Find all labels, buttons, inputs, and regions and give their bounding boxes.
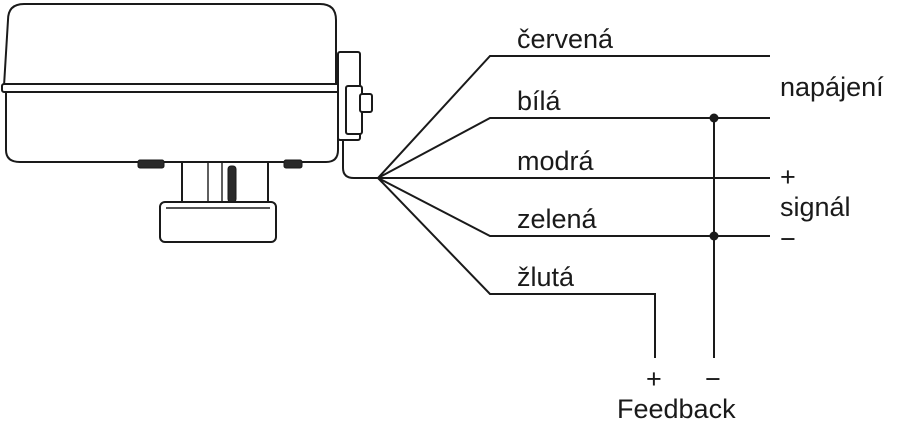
coupling-neck: [181, 161, 269, 205]
label-green: zelená: [517, 204, 598, 234]
label-power: napájení: [780, 72, 884, 102]
cable-gland-nut: [359, 93, 373, 113]
label-yellow: žlutá: [517, 262, 575, 292]
actuator-device: [1, 3, 378, 243]
wire-green-line: [377, 177, 770, 237]
label-feedback-plus: +: [646, 364, 662, 394]
label-feedback-minus: −: [705, 364, 721, 394]
actuator-flange: [159, 201, 277, 243]
actuator-housing-seam: [1, 83, 343, 93]
device-cable: [342, 140, 378, 179]
coupling-slot: [227, 165, 237, 203]
wire-yellow-line: [377, 177, 656, 358]
label-signal: signál: [780, 192, 851, 222]
label-blue: modrá: [517, 146, 595, 176]
label-red: červená: [517, 24, 614, 54]
label-white: bílá: [517, 86, 562, 116]
wire-bundle: [377, 55, 770, 358]
label-signal-plus: +: [780, 162, 796, 192]
label-feedback: Feedback: [617, 394, 736, 424]
label-signal-minus: −: [780, 224, 796, 254]
junction-dot-green: [709, 231, 719, 241]
wire-red-line: [377, 55, 770, 179]
junction-dot-white: [709, 113, 719, 123]
actuator-housing-top: [2, 3, 337, 87]
housing-foot-right: [283, 159, 303, 169]
actuator-housing-bottom: [5, 91, 339, 163]
wire-white-line: [377, 117, 770, 179]
housing-foot-left: [137, 159, 165, 169]
